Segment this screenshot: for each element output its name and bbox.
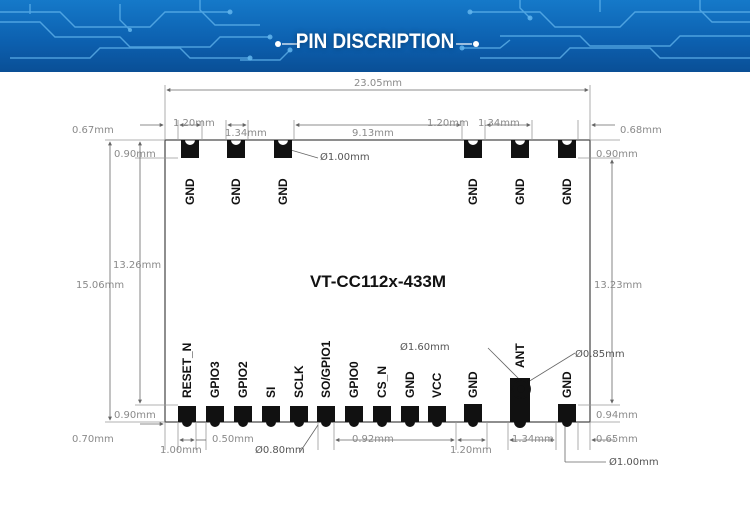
top-pin-label: GND — [466, 178, 480, 205]
ant-pin-pad: ANT — [510, 343, 530, 428]
bottom-pin-pad: GND — [464, 371, 482, 427]
antenna-via — [511, 379, 531, 399]
bottom-pin-pad: RESET_N — [178, 343, 196, 427]
dim-right-inner-height: 13.23mm — [594, 280, 642, 291]
dimension-lines — [108, 88, 615, 442]
dim-top-pad-depth-left: 0.90mm — [114, 149, 156, 160]
bottom-pin-label: VCC — [430, 372, 444, 398]
extension-lines — [105, 85, 620, 450]
bottom-pin-label: GND — [403, 371, 417, 398]
dim-bottom-left-margin: 0.70mm — [72, 434, 114, 445]
bottom-pin-pad: GPIO3 — [206, 361, 224, 427]
bottom-hole-marker-right — [565, 423, 569, 427]
bottom-pin-label: ANT — [513, 343, 527, 368]
bottom-pin-pad: SI — [262, 387, 280, 427]
dim-top-center-gap: 9.13mm — [352, 128, 394, 139]
dim-overall-width: 23.05mm — [354, 78, 402, 89]
bottom-pin-pad: GPIO2 — [234, 361, 252, 427]
bottom-pin-pad: GND — [558, 371, 576, 427]
top-pin-pad: GND — [464, 140, 482, 205]
bottom-pin-label: GPIO3 — [208, 361, 222, 398]
bottom-pin-pad: SO/GPIO1 — [317, 340, 335, 427]
dim-top-right-pitch-a: 1.20mm — [427, 118, 469, 129]
bottom-hole-marker-left — [324, 423, 328, 427]
banner: PIN DISCRIPTION — [0, 0, 750, 72]
top-pin-pad: GND — [181, 140, 199, 205]
dim-bottom-right-margin: 0.65mm — [596, 434, 638, 445]
bottom-pin-label: CS_N — [375, 366, 389, 398]
dim-bottom-first-pad: 1.00mm — [160, 445, 202, 456]
bottom-pin-label: GND — [560, 371, 574, 398]
dim-bottom-pad-depth-left: 0.90mm — [114, 410, 156, 421]
top-pin-label: GND — [276, 178, 290, 205]
top-pin-label: GND — [229, 178, 243, 205]
top-pin-pad: GND — [511, 140, 529, 205]
bottom-pin-label: RESET_N — [180, 343, 194, 398]
top-pin-label: GND — [513, 178, 527, 205]
dim-top-left-pitch-a: 1.20mm — [173, 118, 215, 129]
dim-bottom-hole-right: Ø1.00mm — [609, 456, 659, 468]
dim-ant-pad: Ø0.85mm — [575, 348, 625, 360]
dim-bottom-hole-left: Ø0.80mm — [255, 444, 305, 456]
top-pin-pad: GND — [227, 140, 245, 205]
bottom-pin-label: GPIO0 — [347, 361, 361, 398]
bottom-pin-pad: VCC — [428, 372, 446, 427]
bottom-pin-label: GND — [466, 371, 480, 398]
dim-bottom-pad-depth-right: 0.94mm — [596, 410, 638, 421]
dimension-labels: 23.05mm 0.67mm 1.20mm 1.34mm 9.13mm 1.20… — [72, 78, 662, 468]
dim-overall-height: 15.06mm — [76, 280, 124, 291]
bottom-pin-label: SCLK — [292, 365, 306, 398]
top-pin-pad: GND — [558, 140, 576, 205]
top-hole-marker — [282, 146, 286, 150]
bottom-pin-pad: CS_N — [373, 366, 391, 427]
bottom-pin-pad: GPIO0 — [345, 361, 363, 427]
antenna-via-inner — [517, 385, 525, 393]
dim-ant-hole: Ø1.60mm — [400, 341, 450, 353]
dim-top-right-pitch-b: 1.34mm — [478, 118, 520, 129]
dim-top-right-margin: 0.68mm — [620, 125, 662, 136]
dim-top-hole: Ø1.00mm — [320, 151, 370, 163]
dim-left-inner-height: 13.26mm — [113, 260, 161, 271]
dim-top-left-margin: 0.67mm — [72, 125, 114, 136]
dim-top-left-pitch-b: 1.34mm — [225, 128, 267, 139]
top-pin-label: GND — [183, 178, 197, 205]
banner-title: PIN DISCRIPTION — [295, 30, 455, 53]
top-pin-label: GND — [560, 178, 574, 205]
bottom-pin-label: GPIO2 — [236, 361, 250, 398]
bottom-pin-label: SI — [264, 387, 278, 398]
dim-bottom-gap: 0.92mm — [352, 434, 394, 445]
bottom-pin-pad: GND — [401, 371, 419, 427]
module-outline — [164, 139, 591, 423]
dim-bottom-right-pitch-a: 1.20mm — [450, 445, 492, 456]
dim-bottom-right-pitch-b: 1.34mm — [512, 434, 554, 445]
dim-top-pad-depth-right: 0.90mm — [596, 149, 638, 160]
top-pads: GND GND GND GND GND GND — [181, 140, 576, 205]
bottom-pin-pad: SCLK — [290, 365, 308, 427]
bottom-pin-label: SO/GPIO1 — [319, 340, 333, 398]
dim-bottom-pitch: 0.50mm — [212, 434, 254, 445]
circuit-pattern — [0, 0, 750, 61]
module-name: VT-CC112x-433M — [310, 272, 446, 291]
